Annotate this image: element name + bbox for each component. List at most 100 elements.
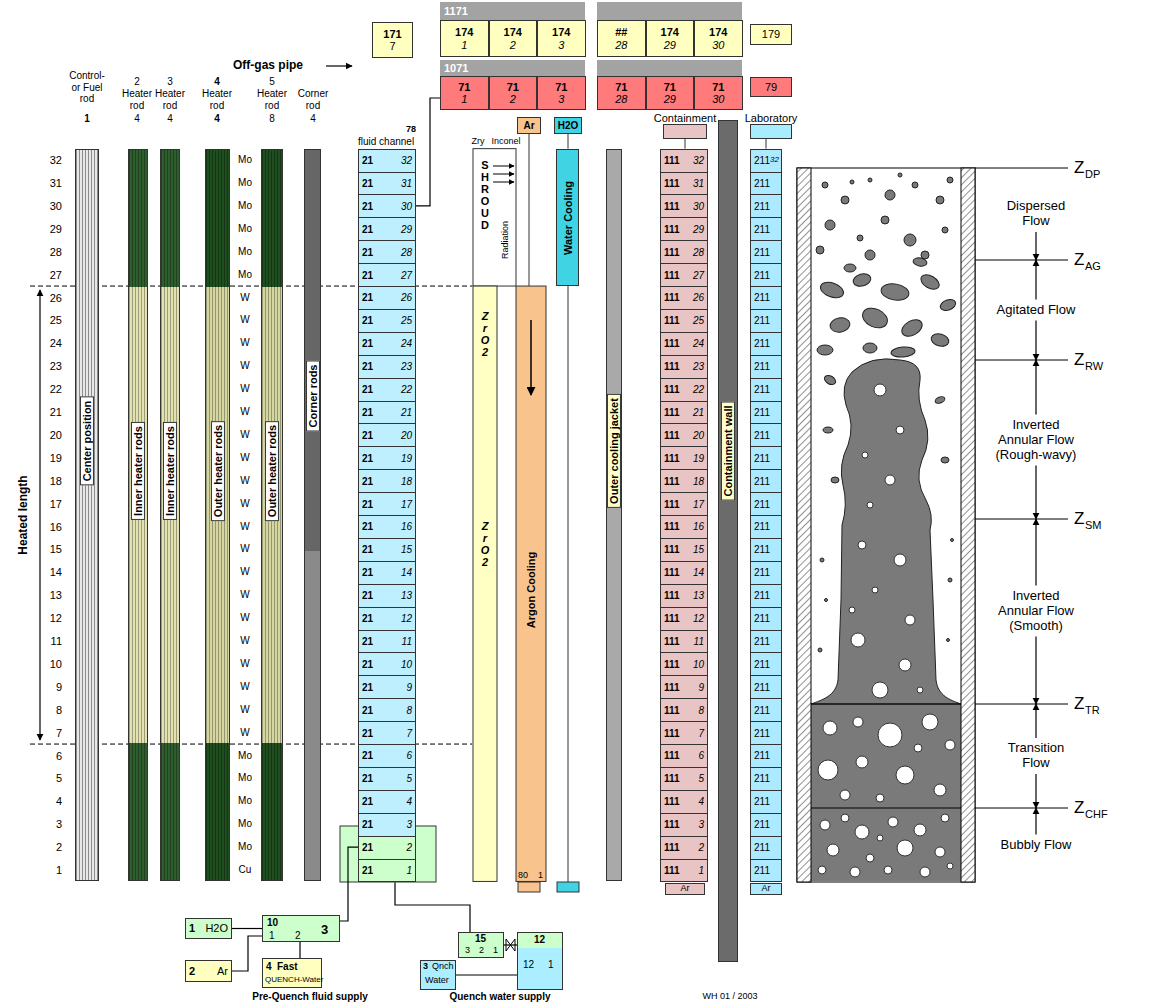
drawing-part [39,290,40,740]
label-text: 4 [56,795,62,808]
node-text: 21 [362,384,373,395]
label-text: 27 [50,268,62,281]
node-text: 111 [664,590,680,601]
node-text: 32 [401,155,412,166]
node-text: 22 [401,384,412,395]
drawing-part [850,867,860,877]
node-text: 111 [664,842,680,853]
node-text: H2O [205,922,228,934]
drawing-part [557,882,579,892]
label-text: 24 [50,337,62,350]
node-box: 1117 [660,721,708,745]
node-text: Argon Cooling [525,552,537,628]
node-text: 111 [664,178,680,189]
node-text: 111 [664,361,680,372]
label-text: W [240,658,249,670]
regime-arrow [1035,465,1036,519]
label-text: W [240,589,249,601]
node-text: 25 [693,315,704,326]
drawing-part [825,599,828,602]
node-text: 211 [754,499,770,510]
node-text: Outer cooling jacket [607,394,621,508]
drawing-part [568,286,569,882]
drawing-part [872,587,878,593]
node-text: Ar [217,965,228,977]
node-text: 111 [664,750,680,761]
node-text: 211 [754,750,770,761]
node-box: 2117 [358,492,416,516]
label-text: Bubbly Flow [994,838,1078,853]
drawing-part [859,304,890,331]
node-text: 174 [455,26,473,38]
label-text: 2 [56,841,62,854]
drawing-part [818,384,955,877]
node-text: 1 [698,865,704,876]
drawing-part [844,264,856,272]
label-text: 32 [50,154,62,167]
label-text: Agitated Flow [994,303,1078,318]
node-box: 711 [440,76,489,110]
node-box: 215 [358,767,416,791]
node-text: 71 [507,81,519,93]
node-box: Outer heater rods [205,149,230,882]
node-text: 21 [362,270,373,281]
node-box: Ar [517,117,541,134]
node-text: 29 [401,224,412,235]
node-text: 31 [401,178,412,189]
node-text: 17 [401,499,412,510]
drawing-part [975,519,1068,520]
node-text: 20 [401,430,412,441]
node-text: 27 [401,270,412,281]
node-text: 3 [698,819,704,830]
node-text: 211 [754,476,770,487]
drawing-part [888,817,898,827]
node-text: 80 [518,871,528,881]
node-box: Corner rods [304,149,321,882]
drawing-part [855,825,869,839]
node-text: 21 [362,247,373,258]
label-text: Mo [238,796,252,808]
connectors [232,98,517,975]
label-text: Z [1074,798,1084,818]
node-text: 211 [754,361,770,372]
node-box: 1111 [660,859,708,883]
node-text: 3 [465,946,470,956]
node-box: 11110 [660,652,708,676]
node-box: 1112 [660,836,708,860]
node-text: 111 [664,384,680,395]
label-text: 12 [50,612,62,625]
drawing-part [840,790,850,800]
label-text: Mo [238,246,252,258]
node-text: 211 [754,453,770,464]
node-text: 71 [712,81,724,93]
node-box: 2123 [358,355,416,379]
node-box: 211 [750,538,782,562]
node-text: 20 [693,430,704,441]
label-text: Heater rod [122,88,152,111]
label-text: 9 [56,680,62,693]
drawing-part [885,190,895,200]
label-text: 21 [50,406,62,419]
drawing-part [823,374,837,387]
label-text: Heater rod [257,88,287,111]
node-text: 21 [362,453,373,464]
node-text: 71 [615,81,627,93]
regime-arrow [1035,808,1036,835]
node-text: 21 [362,659,373,670]
node-text: 211 [754,521,770,532]
node-box: 1743 [537,20,586,57]
node-box: 179 [750,24,792,45]
node-text: 211 [754,315,770,326]
drawing-part [857,235,863,241]
drawing-part [493,182,514,183]
drawing-part [811,704,961,705]
node-text: 111 [664,659,680,670]
regime-arrow [1035,704,1036,738]
node-box: 211 [750,767,782,791]
shroud-drawing [473,149,516,882]
node-text: 211 [754,224,770,235]
node-text: Fast [277,961,298,972]
node-box: 211 [750,744,782,768]
regime-arrow [1035,260,1036,300]
node-text: 21 [362,567,373,578]
